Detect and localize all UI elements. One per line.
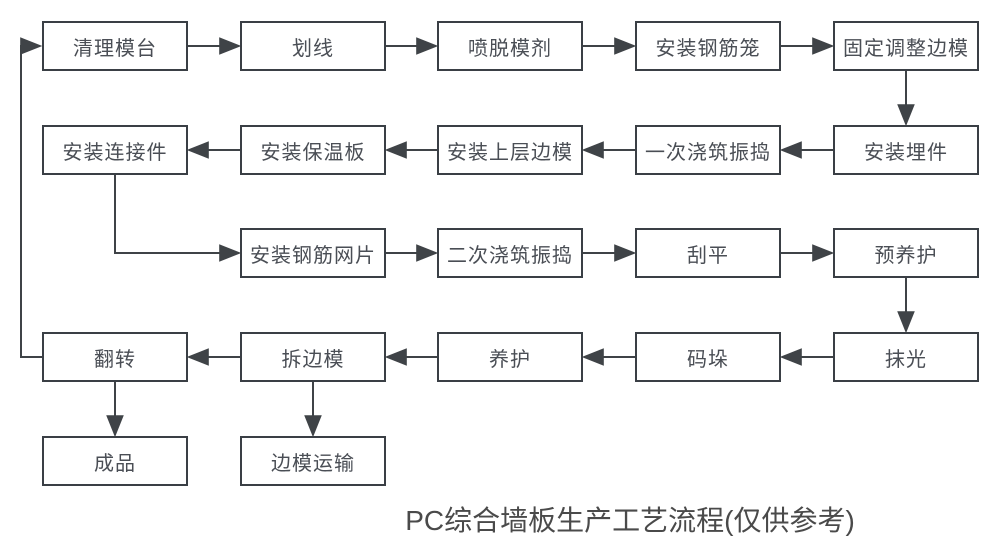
- node-side-mold-transport: 边模运输: [240, 436, 386, 486]
- node-turn-over: 翻转: [42, 332, 188, 382]
- node-pre-curing: 预养护: [833, 228, 979, 278]
- node-finished-product: 成品: [42, 436, 188, 486]
- node-first-pour-vibrate: 一次浇筑振捣: [635, 125, 781, 175]
- node-install-insulation: 安装保温板: [240, 125, 386, 175]
- node-install-upper-side-mold: 安装上层边模: [437, 125, 583, 175]
- node-install-connectors: 安装连接件: [42, 125, 188, 175]
- node-stacking: 码垛: [635, 332, 781, 382]
- diagram-title: PC综合墙板生产工艺流程(仅供参考): [405, 505, 855, 536]
- node-install-rebar-cage: 安装钢筋笼: [635, 21, 781, 71]
- node-marking: 划线: [240, 21, 386, 71]
- node-screeding: 刮平: [635, 228, 781, 278]
- node-troweling: 抹光: [833, 332, 979, 382]
- node-remove-side-mold: 拆边模: [240, 332, 386, 382]
- node-spray-release-agent: 喷脱模剂: [437, 21, 583, 71]
- node-second-pour-vibrate: 二次浇筑振捣: [437, 228, 583, 278]
- node-fix-adjust-side-mold: 固定调整边模: [833, 21, 979, 71]
- node-install-rebar-mesh: 安装钢筋网片: [240, 228, 386, 278]
- node-curing: 养护: [437, 332, 583, 382]
- edge-turn-over-to-clean-platform-loop: [20, 37, 43, 358]
- node-install-embedded-parts: 安装埋件: [833, 125, 979, 175]
- node-clean-platform: 清理模台: [42, 21, 188, 71]
- edge-install-connectors-to-install-rebar-mesh: [114, 175, 242, 262]
